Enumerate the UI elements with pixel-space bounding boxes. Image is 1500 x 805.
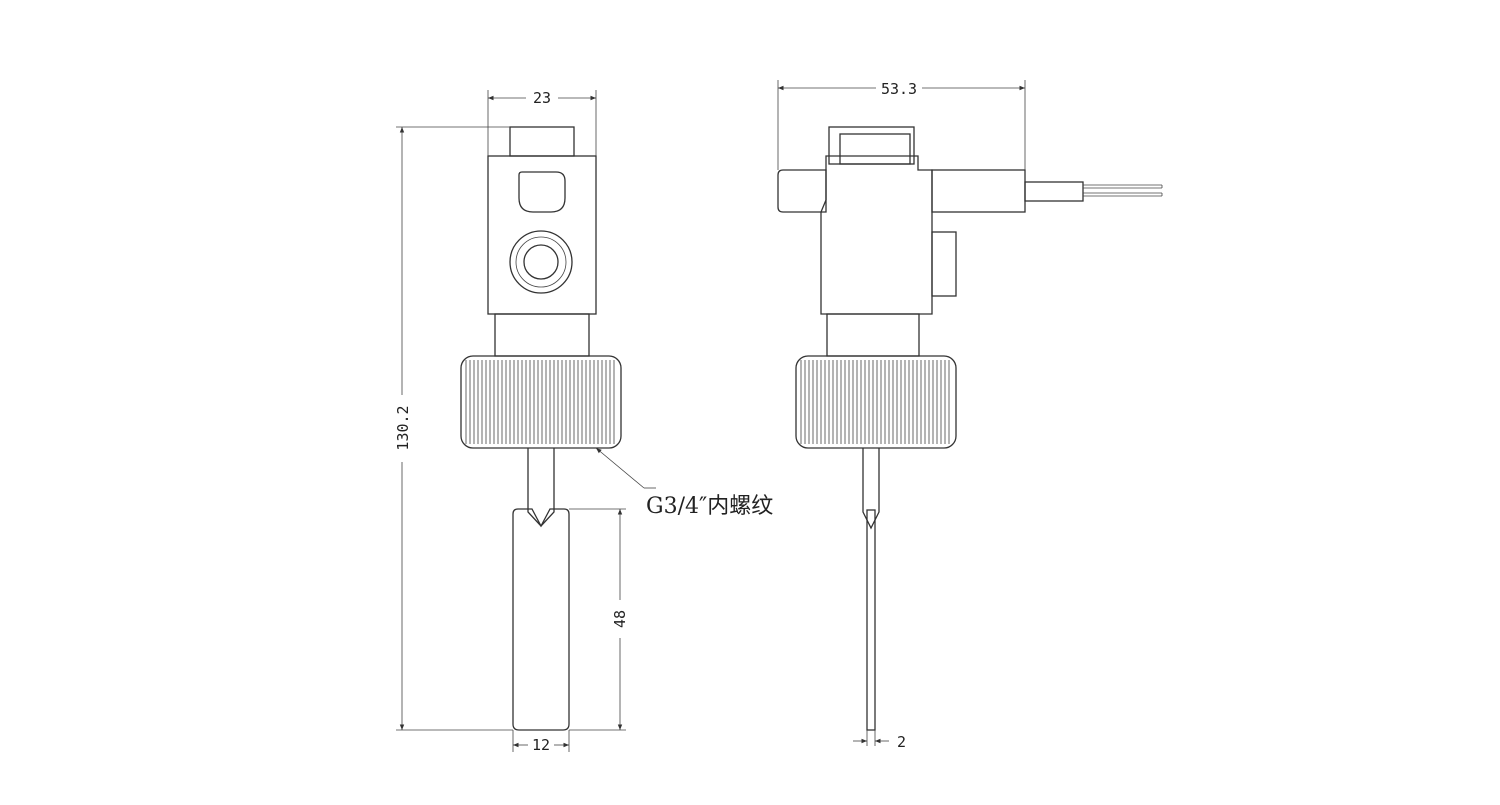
dim-paddle-height-label: 48 <box>611 610 629 628</box>
dim-top-width-label: 23 <box>533 89 551 107</box>
side-view <box>777 126 1163 731</box>
dim-paddle-width-label: 12 <box>532 736 550 754</box>
front-body <box>487 155 597 315</box>
dim-paddle-height: 48 <box>569 508 629 731</box>
dim-overall-height-label: 130.2 <box>394 405 412 450</box>
front-window <box>518 171 566 213</box>
side-blade <box>866 509 876 731</box>
dim-top-width: 23 <box>487 89 597 156</box>
dim-overall-width-label: 53.3 <box>881 80 917 98</box>
side-top-cap-inner <box>839 133 911 165</box>
front-paddle <box>512 508 570 731</box>
dim-paddle-width: 12 <box>512 730 570 754</box>
front-knurled-nut <box>460 355 622 449</box>
side-cable-sleeve <box>931 169 1026 213</box>
side-knurled-nut <box>795 355 957 449</box>
dim-blade-thickness-label: 2 <box>897 733 906 751</box>
front-stem <box>527 448 555 527</box>
front-view <box>460 126 622 731</box>
front-top-cap <box>509 126 575 157</box>
side-cable <box>1024 181 1163 202</box>
side-top-cap <box>828 126 915 165</box>
front-round-port <box>509 230 573 294</box>
side-body <box>820 155 933 315</box>
dim-overall-width: 53.3 <box>777 80 1026 170</box>
side-stem <box>862 448 880 530</box>
dim-blade-thickness: 2 <box>853 730 906 751</box>
side-connector-box <box>931 231 957 297</box>
thread-callout-label: G3/4″内螺纹 <box>646 494 773 519</box>
dim-overall-height: 130.2 <box>394 126 513 731</box>
front-neck <box>494 313 590 357</box>
side-neck <box>826 313 920 357</box>
side-left-stub <box>777 169 827 213</box>
thread-callout: G3/4″内螺纹 <box>595 447 773 519</box>
